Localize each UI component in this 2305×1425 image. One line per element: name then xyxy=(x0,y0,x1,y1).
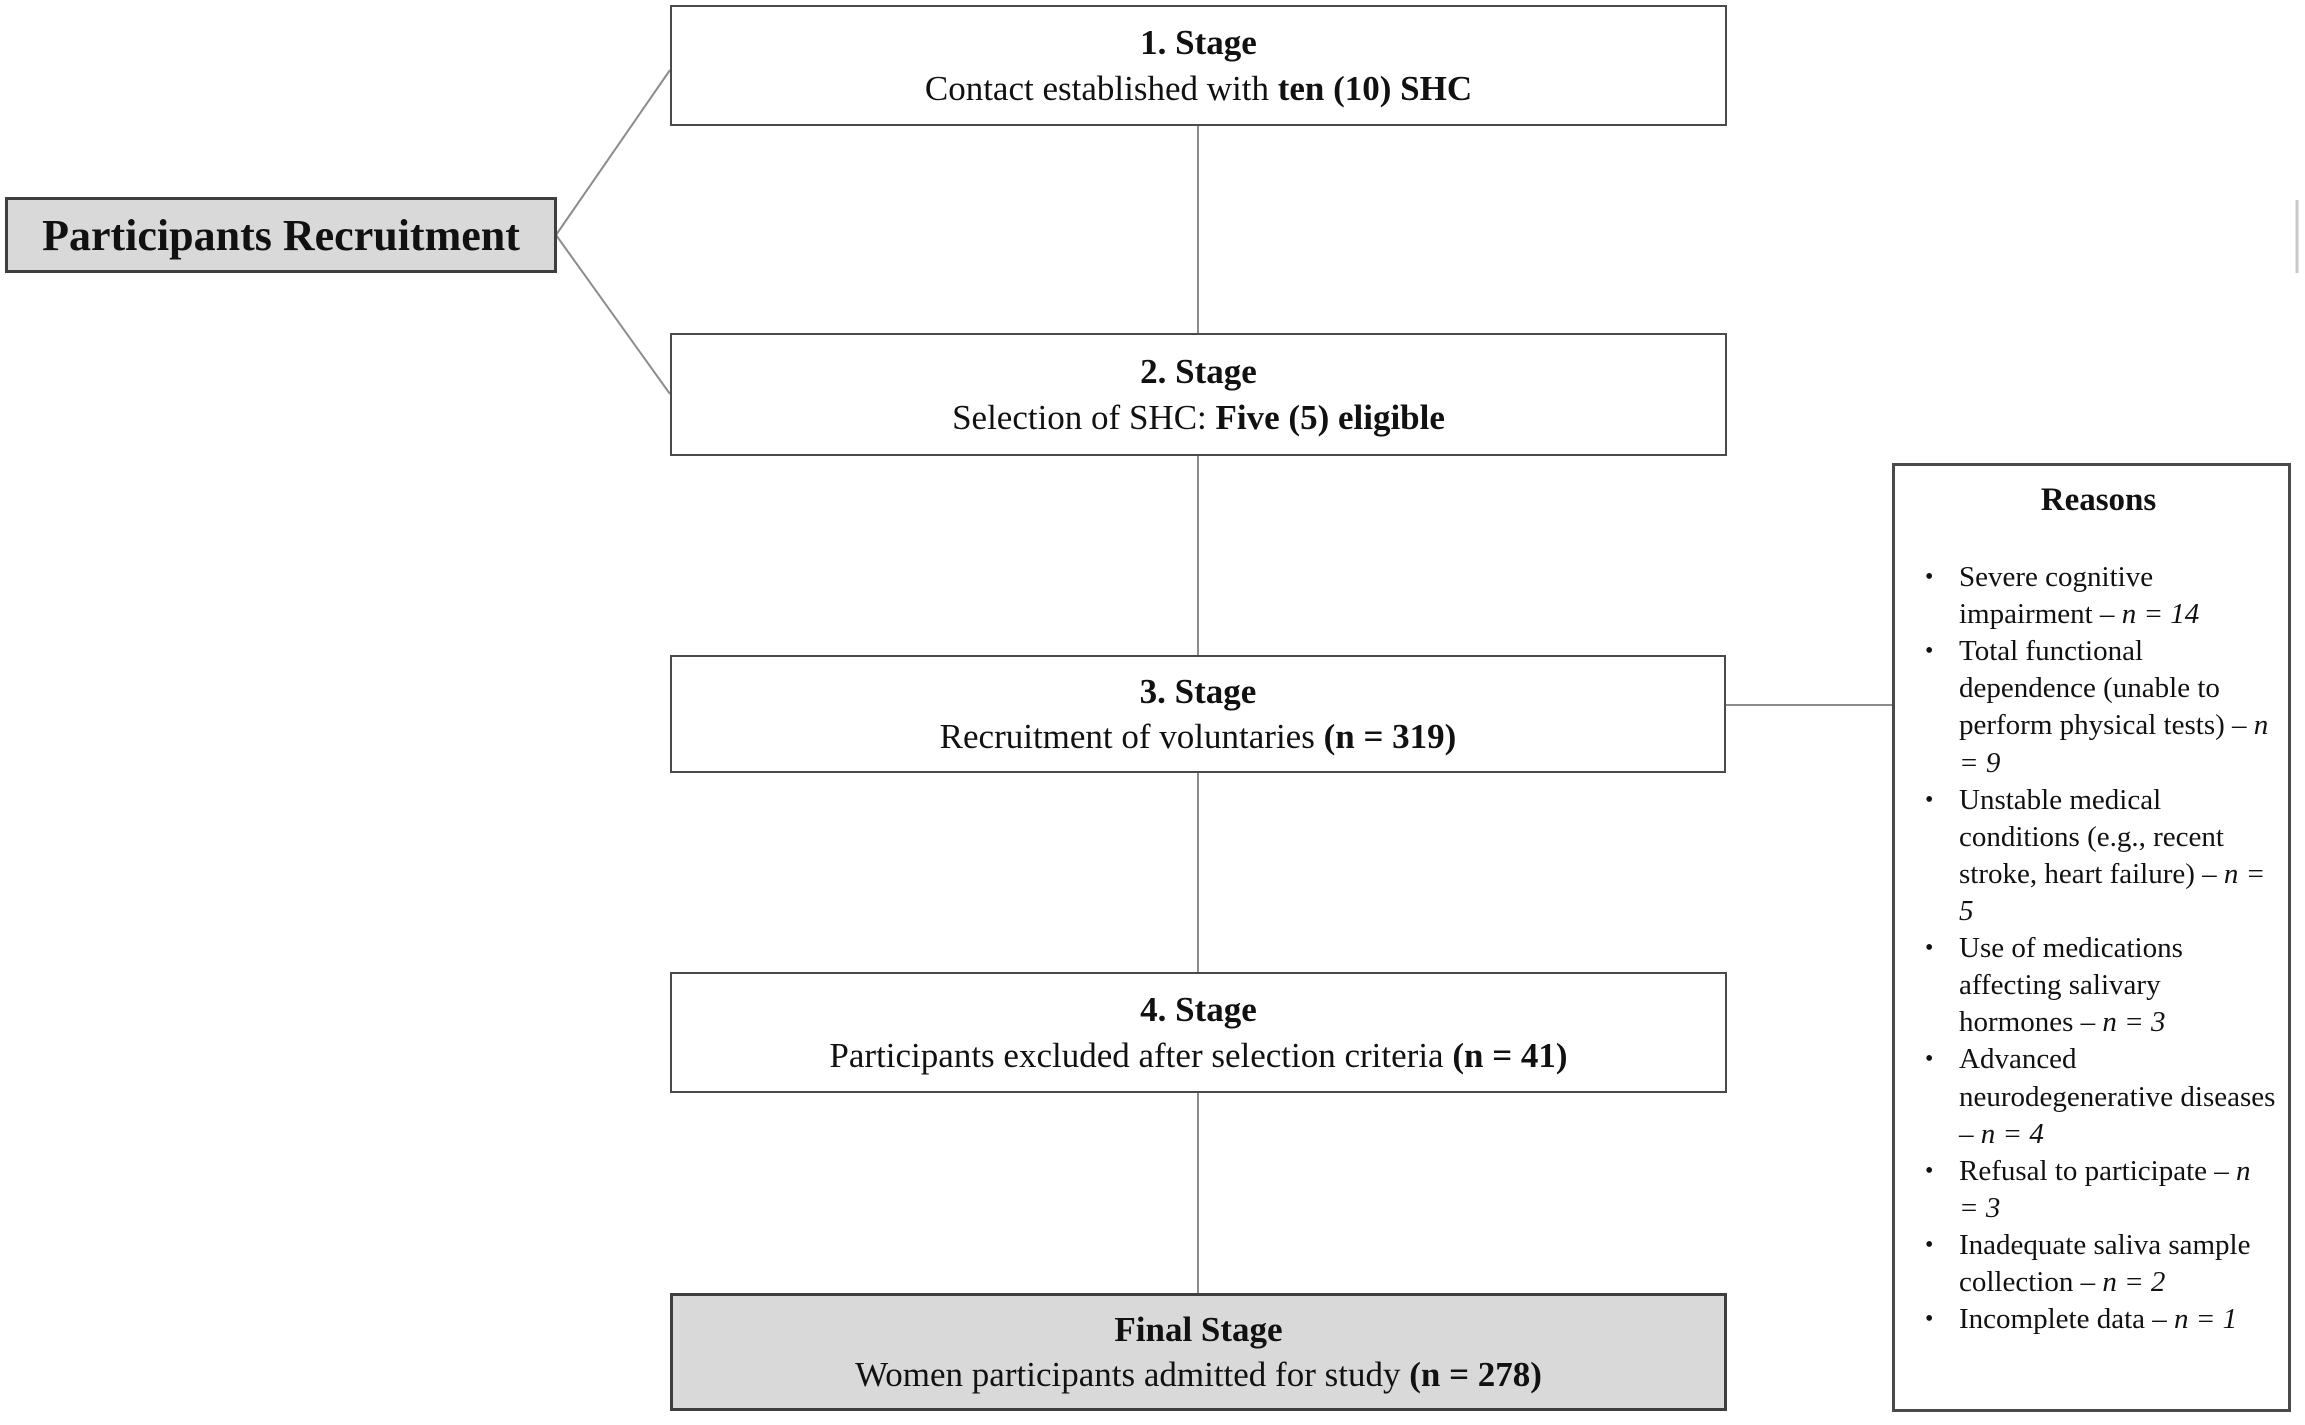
reason-text: Use of medications affecting salivary ho… xyxy=(1959,930,2280,1041)
stage-4-title: 4. Stage xyxy=(1140,990,1257,1029)
final-stage-title: Final Stage xyxy=(1114,1309,1283,1349)
bullet-marker: • xyxy=(1925,1157,1934,1184)
stage-1-description: Contact established with ten (10) SHC xyxy=(925,66,1472,112)
reason-n-value: n = 9 xyxy=(1959,709,2269,779)
reason-item-unstable-medical-conditions: • Unstable medical conditions (e.g., rec… xyxy=(1917,782,2280,930)
reasons-box: Reasons • Severe cognitive impairment – … xyxy=(1892,463,2291,1412)
reason-n-value: n = 2 xyxy=(2102,1266,2166,1299)
reason-n-value: n = 5 xyxy=(1959,857,2266,927)
reason-item-refusal-to-participate: • Refusal to participate – n = 3 xyxy=(1917,1153,2280,1227)
connector-recruitment-to-stage2 xyxy=(555,234,671,395)
bullet-marker: • xyxy=(1925,1046,1934,1073)
stage-2-title: 2. Stage xyxy=(1140,352,1257,391)
reason-text: Advanced neurodegenerative diseases – n … xyxy=(1959,1041,2280,1152)
reason-item-medications-salivary-hormones: • Use of medications affecting salivary … xyxy=(1917,930,2280,1041)
stage-1-desc-text: Contact established with xyxy=(924,68,1278,108)
stage-3-desc-bold: (n = 319) xyxy=(1323,717,1457,756)
reason-item-inadequate-saliva-sample: • Inadequate saliva sample collection – … xyxy=(1917,1227,2280,1301)
final-stage-box: Final Stage Women participants admitted … xyxy=(670,1293,1727,1411)
stage-1-box: 1. Stage Contact established with ten (1… xyxy=(670,5,1727,126)
bullet-marker: • xyxy=(1925,1306,1934,1333)
stage-2-desc-text: Selection of SHC: xyxy=(952,397,1216,437)
reason-text: Total functional dependence (unable to p… xyxy=(1959,633,2280,781)
stage-4-desc-text: Participants excluded after selection cr… xyxy=(829,1035,1453,1075)
participants-recruitment-label: Participants Recruitment xyxy=(42,210,520,260)
reason-item-severe-cognitive-impairment: • Severe cognitive impairment – n = 14 xyxy=(1917,559,2280,633)
reason-n-value: n = 3 xyxy=(1959,1154,2251,1224)
participants-recruitment-box: Participants Recruitment xyxy=(5,197,557,273)
reason-label: Inadequate saliva sample collection – xyxy=(1959,1228,2251,1299)
bullet-marker: • xyxy=(1925,638,1934,665)
reason-text: Unstable medical conditions (e.g., recen… xyxy=(1959,782,2280,930)
final-stage-description: Women participants admitted for study (n… xyxy=(855,1352,1542,1398)
final-stage-desc-bold: (n = 278) xyxy=(1409,1355,1542,1394)
bullet-marker: • xyxy=(1925,1231,1934,1258)
stage-3-box: 3. Stage Recruitment of voluntaries (n =… xyxy=(670,655,1726,773)
stage-2-desc-bold: Five (5) eligible xyxy=(1215,397,1445,437)
reason-n-value: n = 14 xyxy=(2121,598,2200,631)
stage-4-description: Participants excluded after selection cr… xyxy=(829,1033,1567,1079)
stage-3-desc-text: Recruitment of voluntaries xyxy=(939,717,1324,756)
stage-2-box: 2. Stage Selection of SHC: Five (5) elig… xyxy=(670,333,1727,456)
reason-n-value: n = 3 xyxy=(2102,1006,2166,1039)
reasons-title: Reasons xyxy=(2040,482,2157,518)
reason-label: Use of medications affecting salivary ho… xyxy=(1959,932,2183,1039)
reason-n-value: n = 4 xyxy=(1980,1117,2044,1150)
stage-3-description: Recruitment of voluntaries (n = 319) xyxy=(940,714,1457,760)
bullet-marker: • xyxy=(1925,564,1934,590)
stage-4-desc-bold: (n = 41) xyxy=(1452,1035,1568,1075)
stage-1-title: 1. Stage xyxy=(1140,23,1257,62)
reason-label: Unstable medical conditions (e.g., recen… xyxy=(1959,783,2224,890)
reason-item-incomplete-data: • Incomplete data – n = 1 xyxy=(1917,1301,2280,1338)
reason-item-total-functional-dependence: • Total functional dependence (unable to… xyxy=(1917,633,2280,781)
reason-label: Refusal to participate – xyxy=(1959,1154,2237,1187)
connector-recruitment-to-stage1 xyxy=(555,69,671,236)
reason-text: Inadequate saliva sample collection – n … xyxy=(1959,1227,2280,1301)
stage-2-description: Selection of SHC: Five (5) eligible xyxy=(952,395,1445,441)
stage-4-box: 4. Stage Participants excluded after sel… xyxy=(670,972,1727,1093)
reason-text: Incomplete data – n = 1 xyxy=(1959,1301,2280,1338)
stage-1-desc-bold: ten (10) SHC xyxy=(1277,68,1473,108)
reason-label: Advanced neurodegenerative diseases – xyxy=(1959,1043,2276,1150)
reason-item-advanced-neurodegenerative: • Advanced neurodegenerative diseases – … xyxy=(1917,1041,2280,1152)
reason-n-value: n = 1 xyxy=(2174,1303,2238,1336)
bullet-marker: • xyxy=(1925,786,1934,813)
reason-label: Incomplete data – xyxy=(1959,1303,2174,1336)
stage-3-title: 3. Stage xyxy=(1139,671,1257,711)
final-stage-desc-text: Women participants admitted for study xyxy=(855,1355,1410,1394)
reason-label: Total functional dependence (unable to p… xyxy=(1959,635,2254,742)
bullet-marker: • xyxy=(1925,935,1934,962)
reason-label: Severe cognitive impairment – xyxy=(1959,561,2154,631)
reason-text: Refusal to participate – n = 3 xyxy=(1959,1153,2280,1227)
reason-text: Severe cognitive impairment – n = 14 xyxy=(1959,559,2280,633)
